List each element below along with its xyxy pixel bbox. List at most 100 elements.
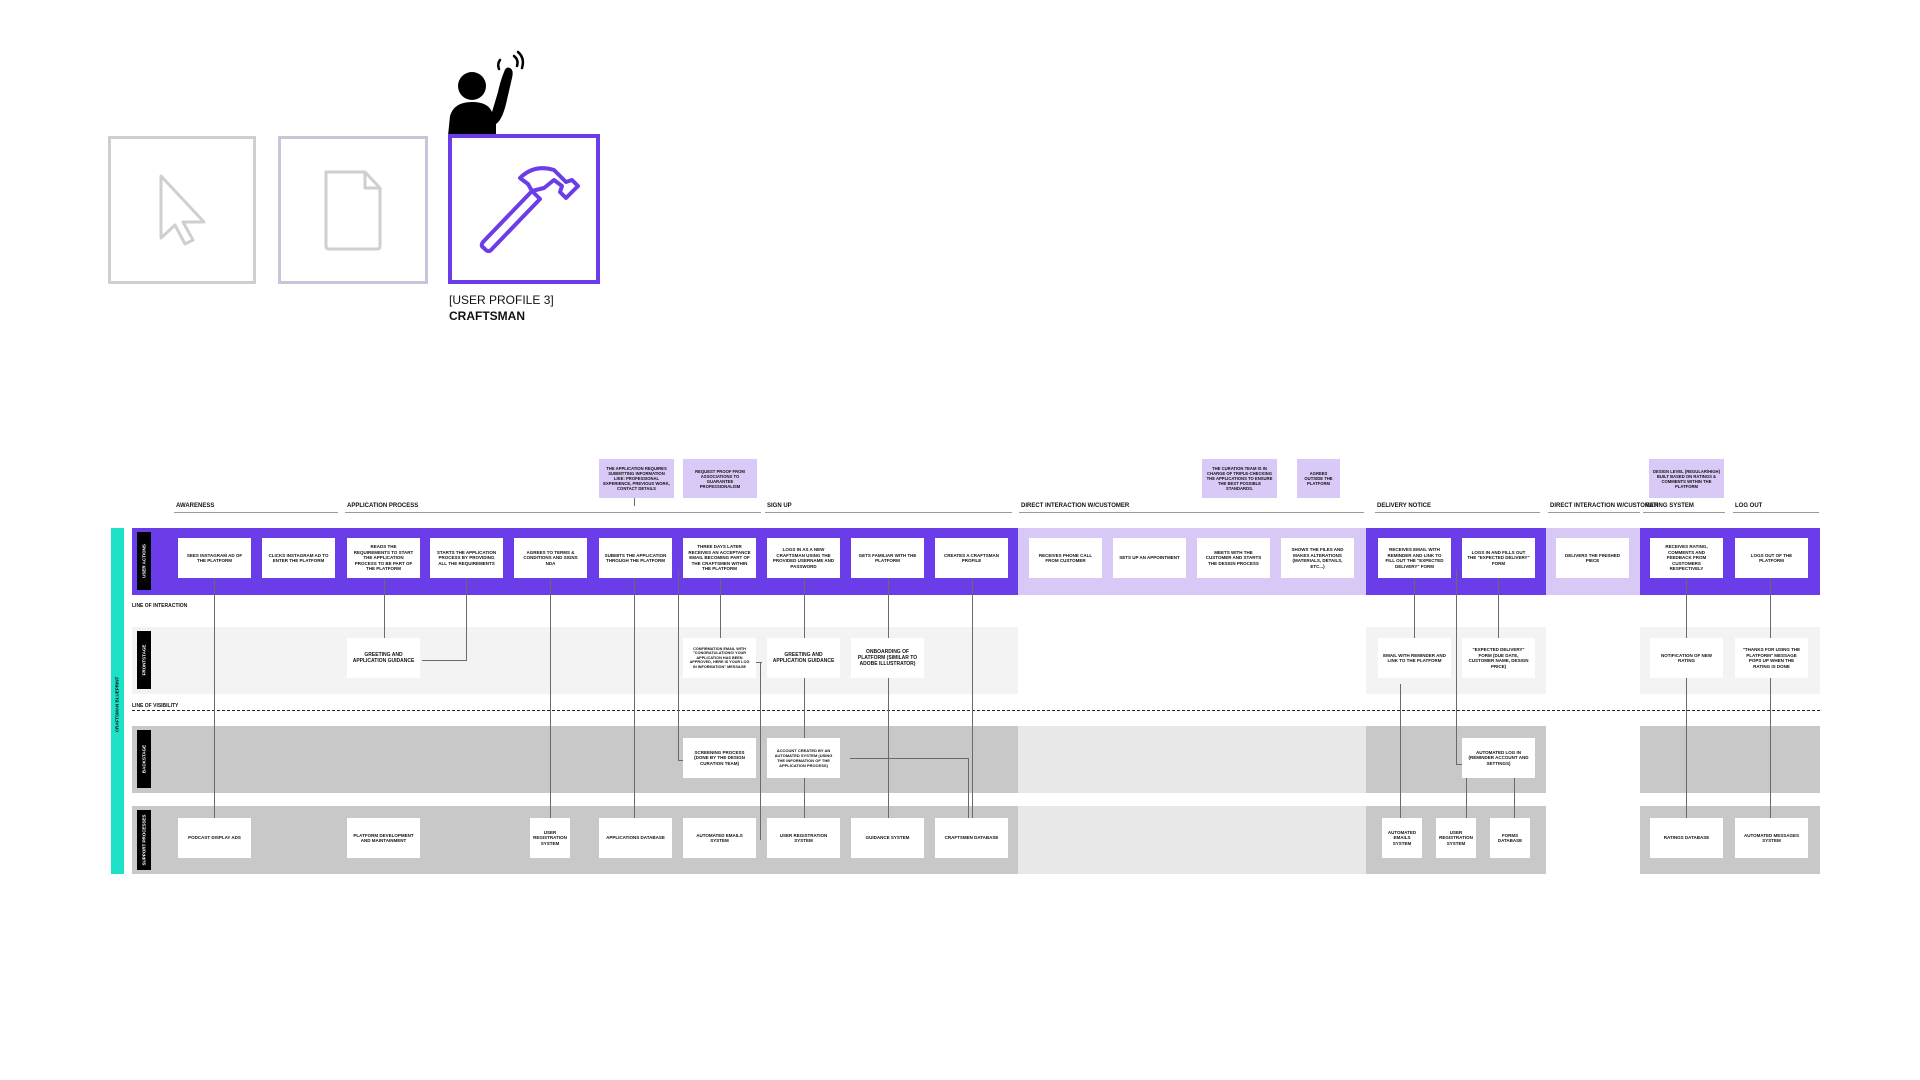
action-card: GETS FAMILIAR WITH THE PLATFORM	[851, 538, 924, 578]
connector	[1400, 684, 1401, 818]
waving-person-icon	[448, 50, 525, 136]
profile-caption-top: [USER PROFILE 3]	[449, 293, 554, 307]
support-card: RATINGS DATABASE	[1650, 818, 1723, 858]
connector	[1466, 776, 1467, 818]
profile-box-1	[108, 136, 256, 284]
support-card: USER REGISTRATION SYSTEM	[1436, 818, 1476, 858]
support-card: GUIDANCE SYSTEM	[851, 818, 924, 858]
stage-label-awareness: AWARENESS	[176, 503, 215, 509]
action-card: SETS UP AN APPOINTMENT	[1113, 538, 1186, 578]
action-card: STARTS THE APPLICATION PROCESS BY PROVID…	[430, 538, 503, 578]
stage-label-signup: SIGN UP	[767, 503, 792, 509]
band-support-2	[1018, 806, 1366, 874]
stage-line-logout	[1733, 512, 1819, 513]
connector	[1456, 570, 1457, 764]
connector	[1686, 570, 1687, 818]
connector	[888, 570, 889, 640]
cursor-icon	[159, 174, 206, 246]
lane-label-user-actions: USER ACTIONS	[137, 532, 151, 590]
connector	[1770, 570, 1771, 818]
lane-label-support: SUPPORT PROCESSES	[137, 810, 151, 870]
connector	[760, 662, 761, 840]
note-application-requirements: THE APPLICATION REQUIRES SUBMITTING INFO…	[599, 459, 674, 498]
connector	[1456, 764, 1464, 765]
stage-line-application	[345, 512, 761, 513]
action-card: CREATES A CRAFTSMAN PROFILE	[935, 538, 1008, 578]
action-card: SEES INSTAGRAM AD OF THE PLATFORM	[178, 538, 251, 578]
frontstage-card: CONFIRMATION EMAIL WITH "CONGRATULATIONS…	[683, 638, 756, 678]
frontstage-card: NOTIFICATION OF NEW RATING	[1650, 638, 1723, 678]
band-backstage-2	[1018, 726, 1366, 793]
action-card: LOGS IN AS A NEW CRAFTSMAN USING THE PRO…	[767, 538, 840, 578]
frontstage-card: GREETING AND APPLICATION GUIDANCE	[347, 638, 420, 678]
stage-label-delivery: DELIVERY NOTICE	[1377, 503, 1432, 509]
action-card: THREE DAYS LATER RECEIVES AN ACCEPTANCE …	[683, 538, 756, 578]
lane-label-frontstage: FRONTSTAGE	[137, 631, 151, 689]
lane-label-backstage: BACKSTAGE	[137, 730, 151, 788]
line-of-interaction-label: LINE OF INTERACTION	[132, 603, 188, 609]
connector	[720, 570, 721, 640]
frontstage-card: EMAIL WITH REMINDER AND LINK TO THE PLAT…	[1378, 638, 1451, 678]
band-backstage-4	[1640, 726, 1820, 793]
action-card: CLICKS INSTAGRAM AD TO ENTER THE PLATFOR…	[262, 538, 335, 578]
connector	[1498, 570, 1499, 640]
connector	[678, 760, 686, 761]
line-of-visibility	[132, 710, 1820, 711]
connector	[384, 570, 385, 638]
support-card: APPLICATIONS DATABASE	[599, 818, 672, 858]
profile-box-2	[278, 136, 428, 284]
line-of-visibility-label: LINE OF VISIBILITY	[132, 703, 179, 709]
support-card: PODCAST DISPLAY ADS	[178, 818, 251, 858]
support-card: USER REGISTRATION SYSTEM	[767, 818, 840, 858]
support-card: USER REGISTRATION SYSTEM	[530, 818, 570, 858]
action-card: DELIVERS THE FINISHED PIECE	[1556, 538, 1629, 578]
stage-label-logout: LOG OUT	[1735, 503, 1763, 509]
support-card: AUTOMATED EMAILS SYSTEM	[1382, 818, 1422, 858]
stage-line-awareness	[174, 512, 338, 513]
profile-caption-name: CRAFTSMAN	[449, 309, 525, 323]
stage-line-direct-2	[1548, 512, 1640, 513]
connector	[466, 570, 467, 661]
support-card: AUTOMATED EMAILS SYSTEM	[683, 818, 756, 858]
connector	[550, 570, 551, 818]
stage-label-direct-1: DIRECT INTERACTION W/CUSTOMER	[1021, 503, 1130, 509]
connector	[214, 570, 215, 818]
frontstage-card: ONBOARDING OF PLATFORM (SIMILAR TO ADOBE…	[851, 638, 924, 678]
action-card: LOGS OUT OF THE PLATFORM	[1735, 538, 1808, 578]
connector	[1414, 570, 1415, 640]
support-card: CRAFTSMEN DATABASE	[935, 818, 1008, 858]
note-design-level: DESIGN LEVEL (REGULAR/HIGH) BUILT BASED …	[1649, 459, 1724, 498]
frontstage-card: "THANKS FOR USING THE PLATFORM" MESSAGE …	[1735, 638, 1808, 678]
connector	[888, 676, 889, 818]
connector	[850, 758, 968, 759]
stage-label-direct-2: DIRECT INTERACTION W/CUSTOMER	[1550, 503, 1659, 509]
document-icon	[324, 170, 382, 251]
blueprint-title: CRAFTSMAN BLUEPRINT	[114, 676, 120, 733]
frontstage-card: "EXPECTED DELIVERY" FORM (DUE DATE, CUST…	[1462, 638, 1535, 678]
blueprint-teal-bar	[111, 528, 124, 874]
profile-box-3	[448, 134, 600, 284]
connector	[752, 662, 762, 663]
action-card: AGREES TO TERMS & CONDITIONS AND SIGNS N…	[514, 538, 587, 578]
action-card: SHOWS THE FILES AND MAKES ALTERATIONS (M…	[1281, 538, 1354, 578]
connector	[634, 570, 635, 818]
support-card: AUTOMATED MESSAGES SYSTEM	[1735, 818, 1808, 858]
stage-label-rating: RATING SYSTEM	[1645, 503, 1694, 509]
connector	[804, 570, 805, 640]
connector	[634, 498, 635, 506]
note-agrees-outside: AGREES OUTSIDE THE PLATFORM	[1297, 459, 1340, 498]
band-backstage-1	[132, 726, 1018, 793]
stage-line-rating	[1643, 512, 1725, 513]
stage-line-direct-1	[1019, 512, 1364, 513]
note-request-proof: REQUEST PROOF FROM ASSOCIATIONS TO GUARA…	[683, 459, 757, 498]
backstage-card: SCREENING PROCESS (DONE BY THE DESIGN CU…	[683, 738, 756, 778]
stage-line-signup	[765, 512, 1012, 513]
hammer-icon	[479, 166, 580, 254]
connector	[678, 570, 679, 760]
connector	[422, 660, 466, 661]
backstage-card: AUTOMATED LOG IN (REMINDER ACCOUNT AND S…	[1462, 738, 1535, 778]
stage-line-delivery	[1375, 512, 1540, 513]
support-card: PLATFORM DEVELOPMENT AND MAINTAINMENT	[347, 818, 420, 858]
support-card: FORMS DATABASE	[1490, 818, 1530, 858]
action-card: LOGS IN AND FILLS OUT THE "EXPECTED DELI…	[1462, 538, 1535, 578]
